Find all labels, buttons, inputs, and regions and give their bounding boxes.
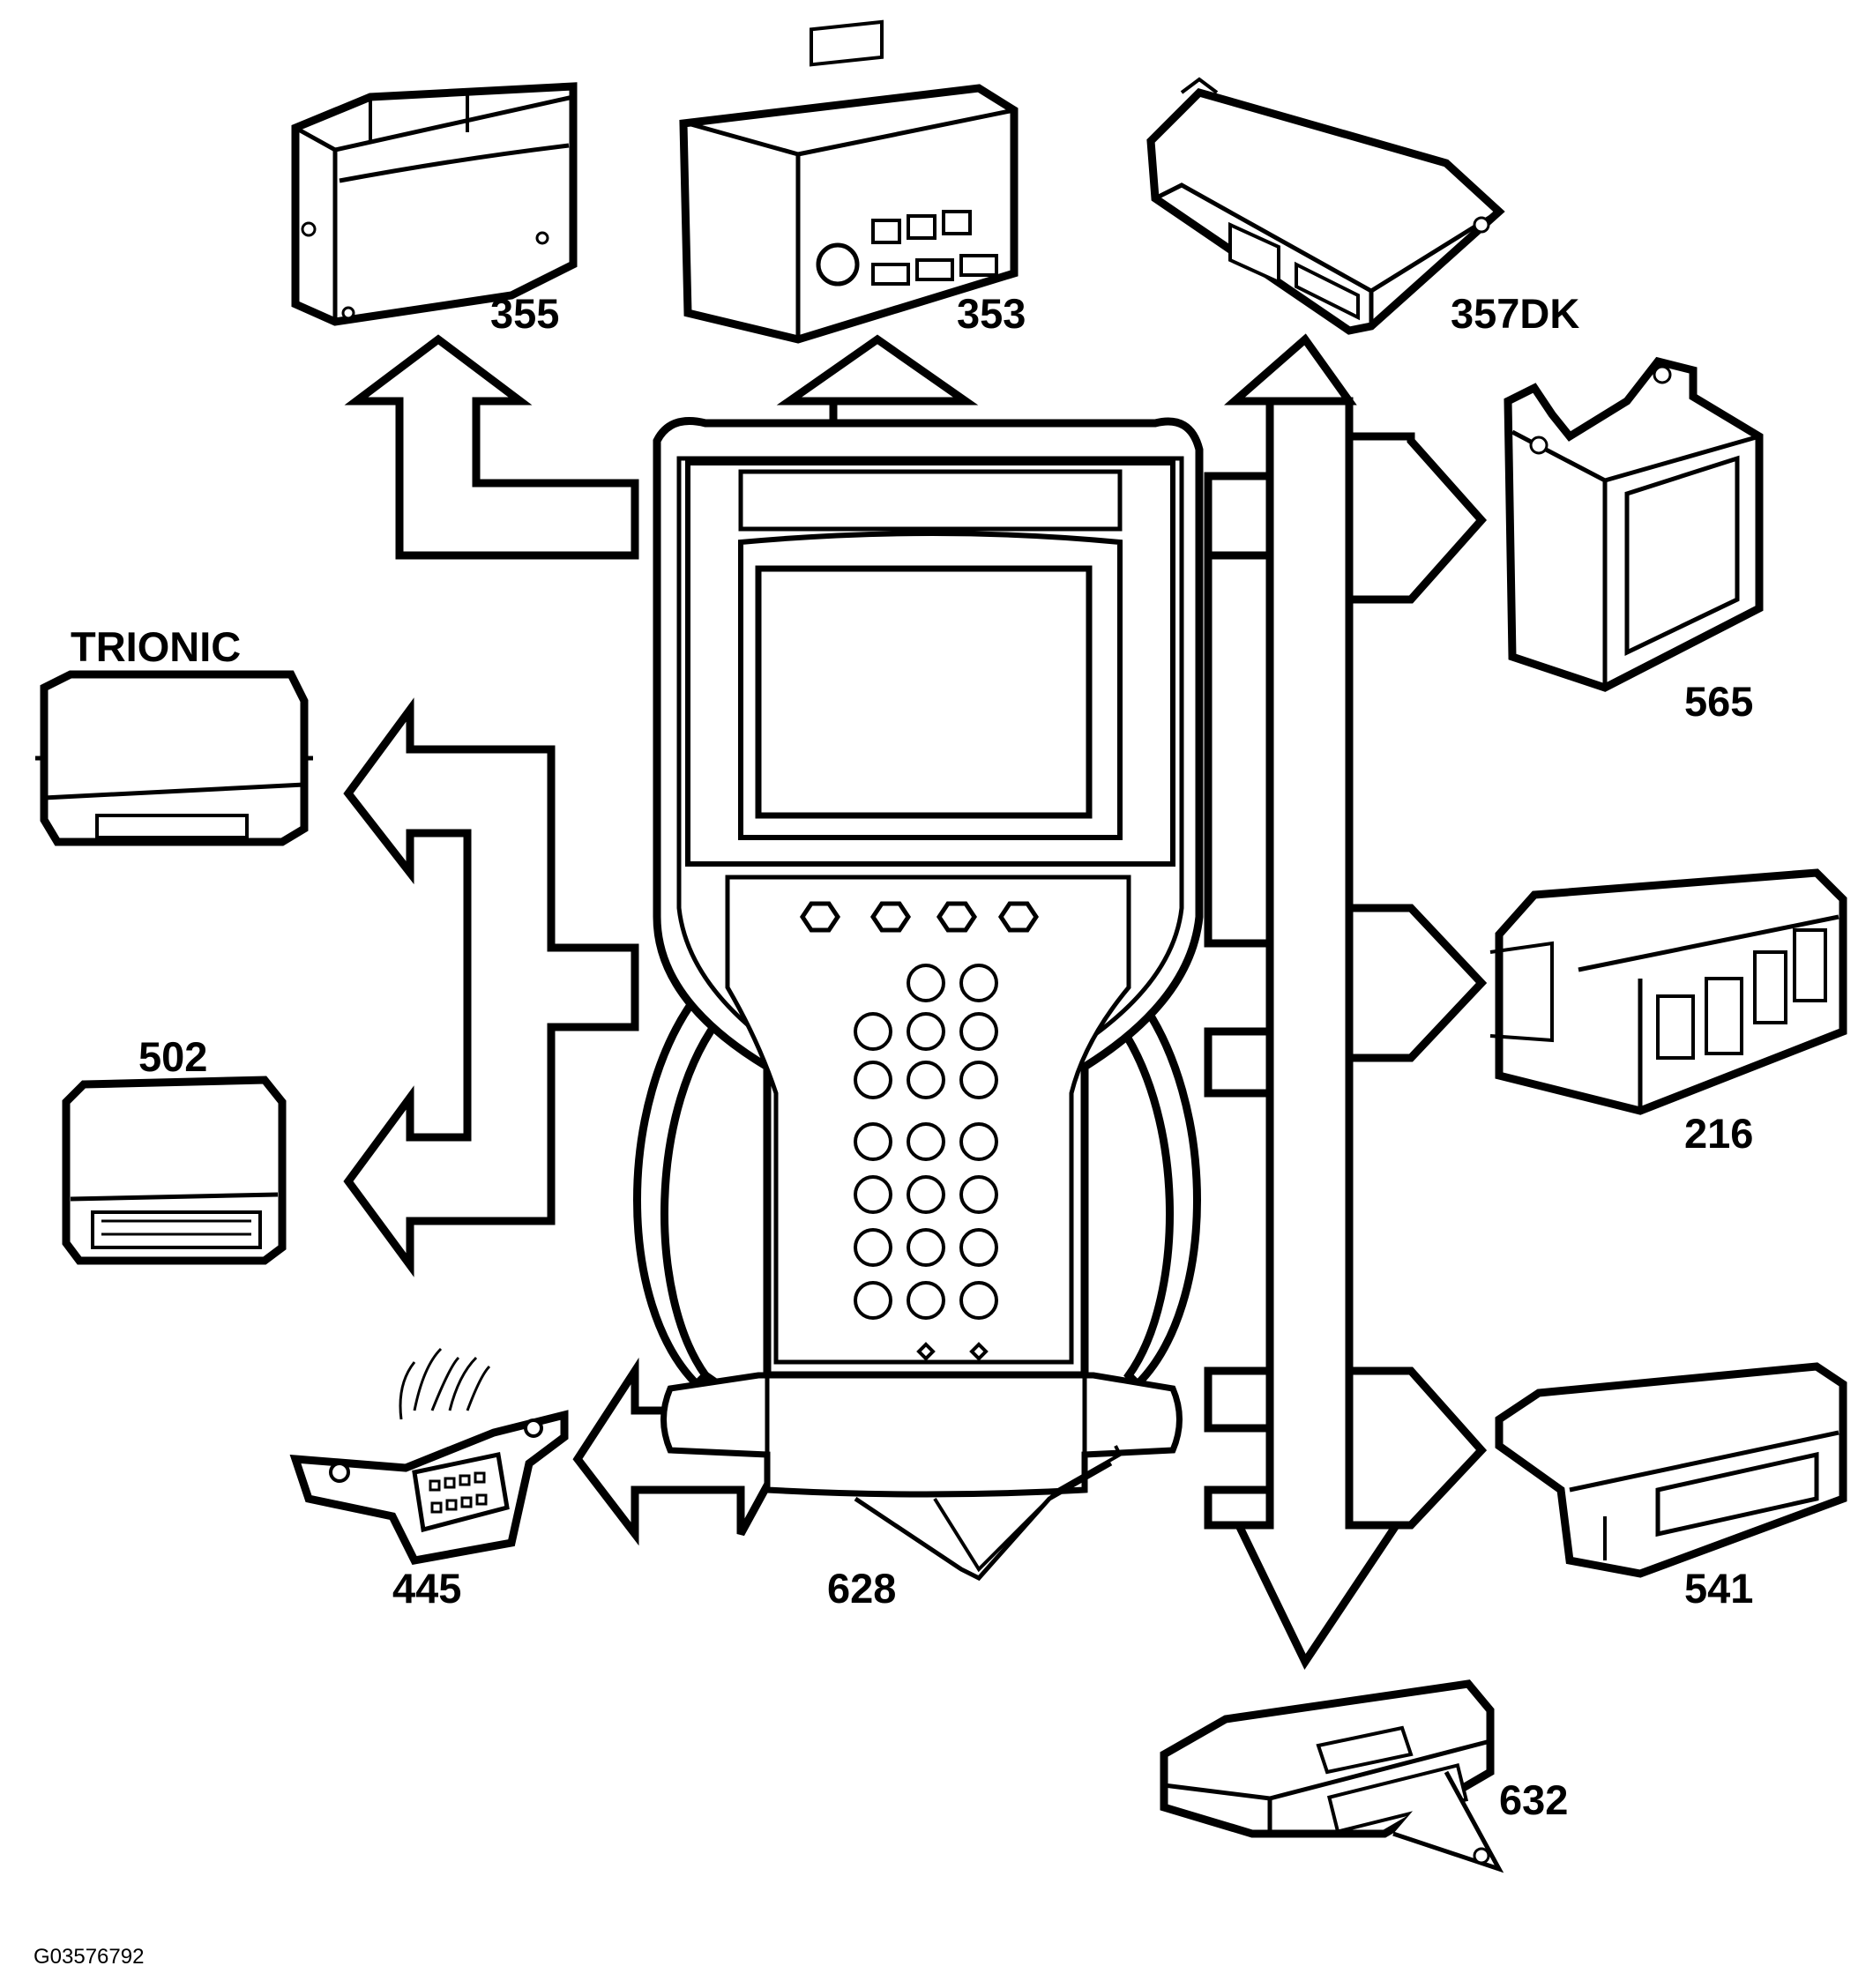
module-445 (289, 1347, 569, 1566)
figure-reference: G03576792 (34, 1945, 145, 1969)
arrow-to-565 (1345, 432, 1488, 604)
module-trionic (35, 670, 313, 846)
label-628: 628 (827, 1565, 897, 1612)
label-357dk: 357DK (1451, 290, 1580, 337)
connector-right-5 (1204, 1485, 1274, 1530)
module-632 (1160, 1679, 1504, 1873)
module-355 (291, 82, 578, 326)
arrow-to-541 (1345, 1366, 1488, 1530)
module-216 (1489, 868, 1847, 1115)
label-632: 632 (1499, 1776, 1569, 1823)
connector-right-2 (1204, 551, 1274, 948)
module-357dk (1146, 77, 1505, 335)
arrow-to-216 (1345, 904, 1488, 1062)
module-353 (679, 19, 1019, 344)
label-565: 565 (1684, 678, 1754, 725)
label-353: 353 (957, 290, 1026, 337)
label-trionic: TRIONIC (71, 623, 242, 670)
arrow-to-355 (344, 334, 639, 560)
connector-right-4 (1204, 1366, 1274, 1433)
label-216: 216 (1684, 1110, 1754, 1157)
connector-right-1 (1204, 472, 1274, 564)
module-565 (1504, 356, 1764, 692)
label-355: 355 (490, 290, 560, 337)
module-541 (1495, 1362, 1847, 1578)
connector-right-3 (1204, 1027, 1274, 1098)
arrow-to-353 (776, 334, 979, 428)
label-445: 445 (392, 1565, 462, 1612)
arrow-to-trionic (343, 697, 639, 1277)
diagnostic-tool-628 (633, 417, 1204, 1582)
module-502 (62, 1076, 287, 1265)
label-502: 502 (138, 1033, 208, 1080)
label-541: 541 (1684, 1565, 1754, 1612)
